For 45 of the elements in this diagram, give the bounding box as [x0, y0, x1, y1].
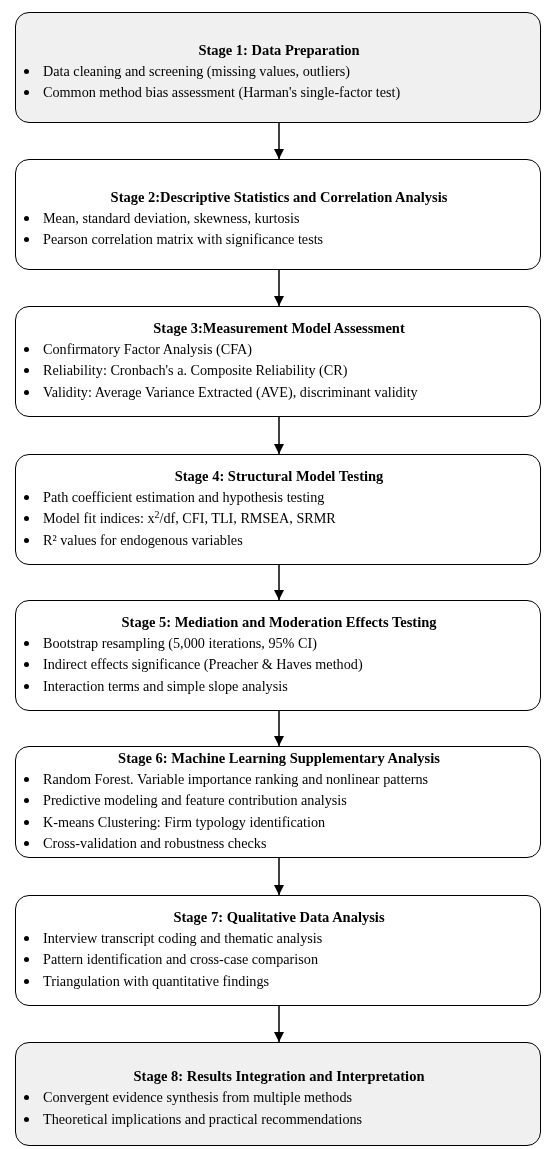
stage-heading: Stage 8: Results Integration and Interpretation	[132, 1067, 426, 1086]
bullet-item: Convergent evidence synthesis from multiple methods	[43, 1089, 353, 1105]
bullet-item: Interaction terms and simple slope analysis	[43, 677, 288, 694]
bullet-item: Random Forest. Variable importance ranking and nonlinear patterns	[43, 770, 429, 787]
stage-heading: Stage 1: Data Preparation	[197, 40, 361, 60]
bullet-item: Confirmatory Factor Analysis (CFA)	[43, 340, 252, 357]
bullet-item: Reliability: Cronbach's a. Composite Reliability (CR)	[43, 362, 348, 379]
bullet-item: Validity: Average Variance Extracted (AVE), discriminant validity	[43, 383, 418, 400]
arrow	[274, 416, 284, 455]
bullet-item: Data cleaning and screening (missing values, outliers)	[43, 62, 350, 79]
stage-box	[15, 746, 541, 858]
bullet-item: Path coefficient estimation and hypothesis testing	[43, 488, 325, 505]
arrow	[274, 1005, 284, 1043]
stage-box	[15, 12, 541, 123]
bullet-item: Pearson correlation matrix with significance tests	[43, 231, 324, 247]
stage-box	[15, 306, 541, 417]
bullet-item: Common method bias assessment (Harman's single-factor test)	[43, 84, 401, 100]
stage-heading: Stage 7: Qualitative Data Analysis	[172, 907, 386, 927]
arrow	[274, 710, 284, 747]
bullet-item: Cross-validation and robustness checks	[43, 835, 267, 851]
bullet-item: Bootstrap resampling (5,000 iterations, 95% CI)	[43, 634, 317, 651]
stage-box	[15, 1042, 541, 1146]
arrow	[274, 857, 284, 896]
stage-box	[15, 600, 541, 711]
bullet-item: R² values for endogenous variables	[43, 531, 243, 548]
stage-box	[15, 454, 541, 565]
bullet-item: Mean, standard deviation, skewness, kurtosis	[43, 209, 300, 226]
bullet-item: Interview transcript coding and thematic analysis	[43, 929, 323, 946]
stage-heading: Stage 4: Structural Model Testing	[173, 466, 385, 486]
stage-heading: Stage 2:Descriptive Statistics and Correlation Analysis	[109, 187, 449, 207]
bullet-item: K-means Clustering: Firm typology identification	[43, 813, 326, 830]
bullet-item: Theoretical implications and practical recommendations	[43, 1110, 363, 1127]
stage-box	[15, 895, 541, 1006]
arrow	[274, 564, 284, 601]
bullet-item: Pattern identification and cross-case comparison	[43, 951, 318, 968]
bullet-item: Model fit indices: x$^{2}$/df, CFI, TLI, RMSEA, SRMR	[43, 510, 336, 527]
stage-heading: Stage 6: Machine Learning Supplementary Analysis	[117, 748, 441, 768]
stage-heading: Stage 3:Measurement Model Assessment	[152, 318, 406, 338]
arrow	[274, 269, 284, 307]
arrow	[274, 122, 284, 160]
stage-box	[15, 159, 541, 270]
bullet-item: Indirect effects significance (Preacher & Haves method)	[43, 656, 363, 673]
bullet-item: Predictive modeling and feature contribution analysis	[43, 792, 347, 808]
stage-heading: Stage 5: Mediation and Moderation Effects Testing	[120, 612, 438, 632]
bullet-item: Triangulation with quantitative findings	[43, 972, 270, 989]
